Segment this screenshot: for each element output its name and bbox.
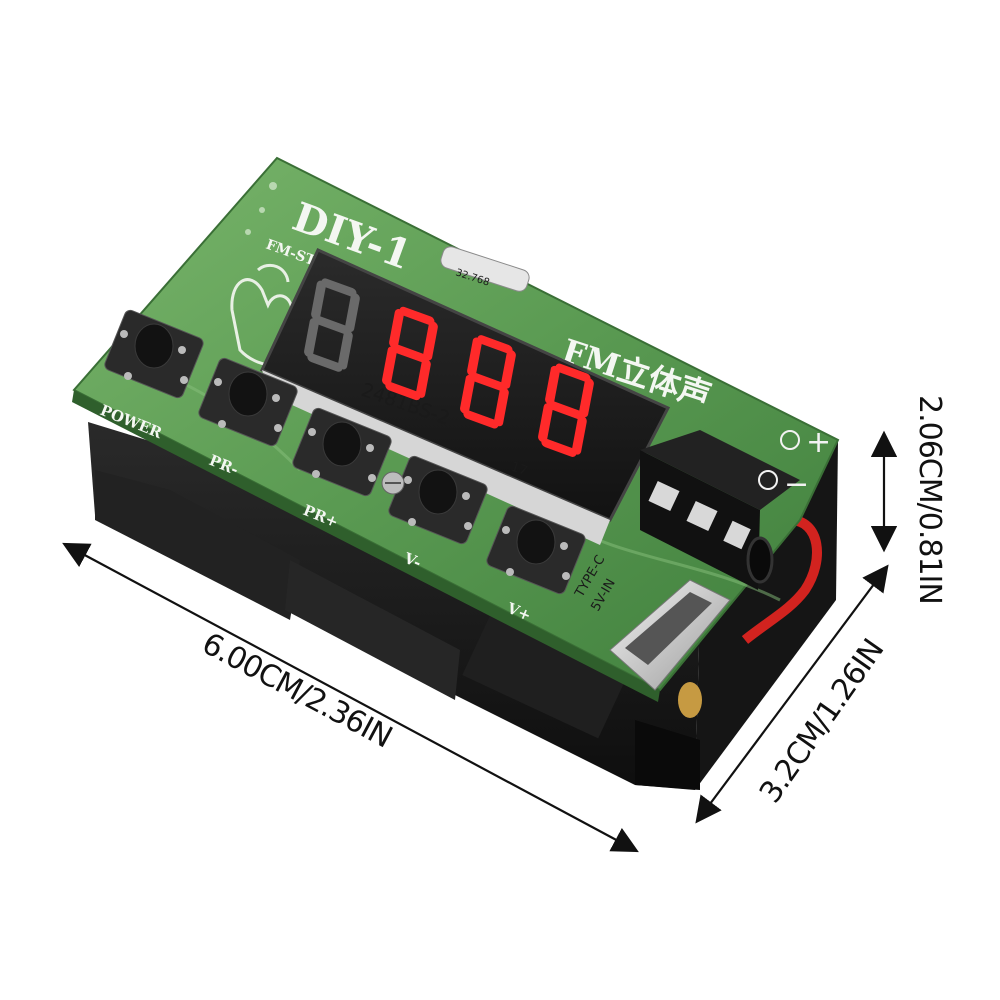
height-label: 2.06CM/0.81IN xyxy=(912,395,947,604)
battery-terminal xyxy=(678,682,702,718)
digit-segment xyxy=(548,400,584,420)
digit-segment xyxy=(545,365,560,405)
digit-segment xyxy=(463,410,499,429)
digit-segment xyxy=(423,321,438,361)
digit-segment xyxy=(541,438,577,457)
digit-segment xyxy=(477,335,513,354)
digit-segment xyxy=(399,306,435,326)
digit-segment xyxy=(385,381,421,401)
digit-segment xyxy=(314,315,350,335)
digit-segment xyxy=(572,415,587,455)
digit-segment xyxy=(579,378,594,418)
digit-segment xyxy=(345,293,360,333)
digit-segment xyxy=(470,372,506,392)
tactile-button-v[interactable] xyxy=(387,455,489,546)
digit-segment xyxy=(338,330,353,370)
digit-segment xyxy=(307,353,343,372)
tactile-button-pr[interactable] xyxy=(197,357,299,448)
display-digit xyxy=(538,363,594,457)
digit-segment xyxy=(304,318,319,358)
digit-segment xyxy=(392,344,428,363)
plus-mark: + xyxy=(806,425,831,460)
digit-segment xyxy=(467,337,482,377)
audio-jack xyxy=(640,430,800,590)
digit-segment xyxy=(321,278,357,297)
digit-segment xyxy=(460,374,475,414)
digit-segment xyxy=(382,346,397,386)
tactile-button-power[interactable] xyxy=(103,309,205,400)
digit-segment xyxy=(311,280,326,320)
led-display: 2481BS-2 17 xyxy=(259,248,671,545)
digit-segment xyxy=(494,387,509,427)
display-digit xyxy=(382,306,438,401)
minus-mark: − xyxy=(784,467,809,502)
width-arrow xyxy=(695,564,889,824)
tactile-button-pr[interactable] xyxy=(291,407,393,498)
dimension-lines xyxy=(62,430,898,853)
digit-segment xyxy=(389,309,404,349)
digit-segment xyxy=(555,363,591,383)
digit-segment xyxy=(416,358,431,398)
digit-segment xyxy=(538,403,553,443)
display-small-mark: 17 xyxy=(509,460,530,480)
power-polarity-marks: + − xyxy=(758,425,831,502)
length-arrow xyxy=(62,542,639,853)
digit-segment xyxy=(501,349,516,389)
display-digit xyxy=(460,335,516,429)
display-digit xyxy=(304,278,360,372)
